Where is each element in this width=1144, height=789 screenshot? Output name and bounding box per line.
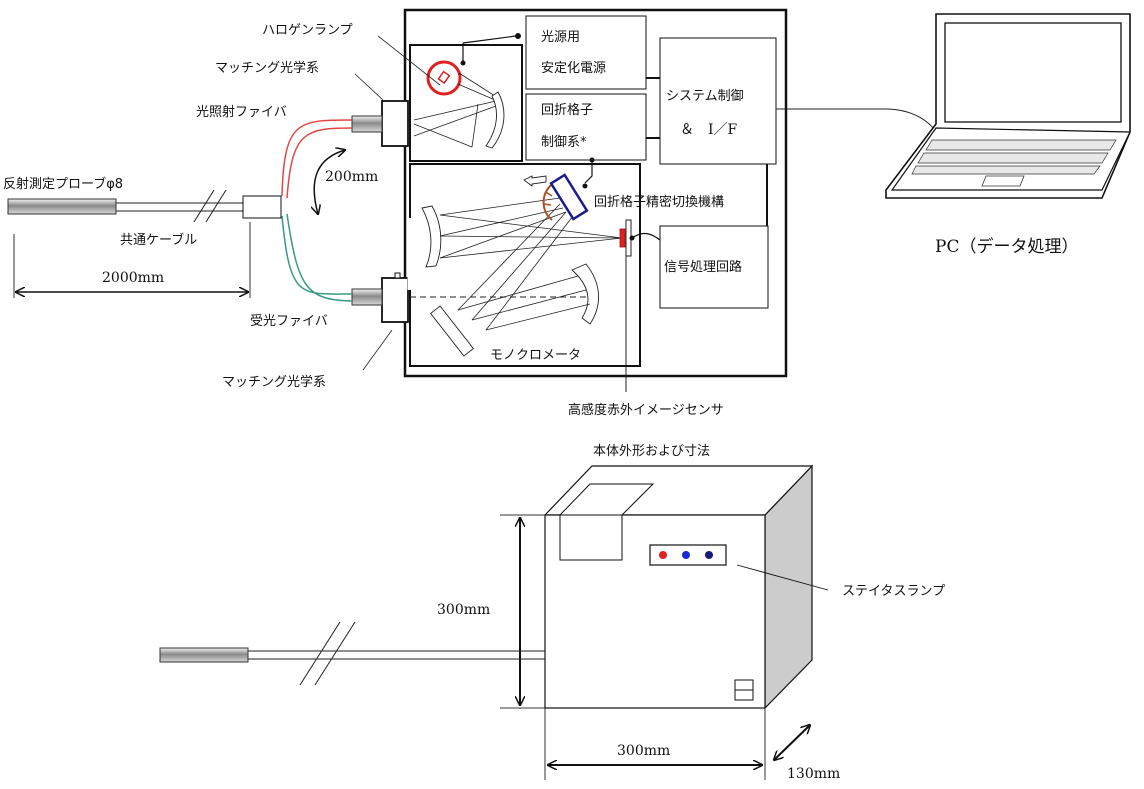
signal-processing-label: 信号処理回路 [664, 259, 742, 275]
label-monochromator: モノクロメータ [490, 348, 581, 363]
label-grating-switch: 回折格子精密切換機構 [594, 194, 724, 210]
length-200-arrow [314, 150, 345, 214]
label-reflection-probe: 反射測定プローブφ8 [3, 176, 123, 192]
laptop-icon [885, 13, 1131, 199]
label-width-300: 300mm [617, 743, 670, 759]
system-control-box [659, 37, 777, 165]
system-control-label-2: ＆ I／F [680, 122, 738, 138]
label-depth-130: 130mm [787, 766, 840, 782]
label-common-cable: 共通ケーブル [120, 232, 197, 248]
label-irradiation-fiber: 光照射ファイバ [196, 104, 287, 120]
light-source-box [409, 44, 523, 162]
grating-arc [542, 184, 553, 221]
depth-dimension-arrow [774, 725, 810, 760]
cable-junction [242, 195, 282, 219]
grating-control-label-2: 制御系* [541, 135, 587, 150]
grating-control-label-1: 回折格子 [541, 102, 593, 118]
label-halogen-lamp: ハロゲンランプ [262, 23, 353, 38]
power-supply-label-2: 安定化電源 [541, 61, 606, 76]
label-status-lamp: ステイタスランプ [842, 584, 945, 599]
label-height-300: 300mm [437, 602, 490, 618]
flat-mirror [430, 305, 474, 357]
receiving-fiber [281, 215, 353, 295]
signal-processing-box [659, 225, 769, 309]
power-supply-box [525, 15, 647, 90]
outline-title: 本体外形および寸法 [593, 444, 710, 459]
status-led-blue [682, 551, 690, 559]
label-receiving-fiber: 受光ファイバ [250, 314, 328, 329]
reflection-probe [7, 198, 117, 215]
fiber-connector-top [351, 115, 383, 133]
power-supply-label-1: 光源用 [541, 30, 580, 45]
grating-control-box [525, 93, 647, 161]
label-pc: PC（データ処理） [935, 236, 1078, 257]
status-led-red [659, 551, 667, 559]
irradiation-fiber [281, 119, 353, 197]
label-length-200: 200mm [325, 169, 378, 185]
label-matching-optics-bottom: マッチング光学系 [222, 374, 326, 390]
matching-optic-block-bottom [381, 277, 409, 323]
label-length-2000: 2000mm [102, 270, 164, 286]
diffraction-grating [549, 173, 589, 221]
fiber-connector-bottom [351, 288, 383, 306]
matching-optic-block-top [381, 100, 409, 147]
label-ir-sensor: 高感度赤外イメージセンサ [568, 402, 724, 418]
right-mirror [571, 263, 599, 325]
left-mirror [421, 205, 442, 268]
status-led-navy [705, 551, 713, 559]
system-control-label-1: システム制御 [666, 89, 744, 104]
label-matching-optics-top: マッチング光学系 [215, 60, 319, 76]
